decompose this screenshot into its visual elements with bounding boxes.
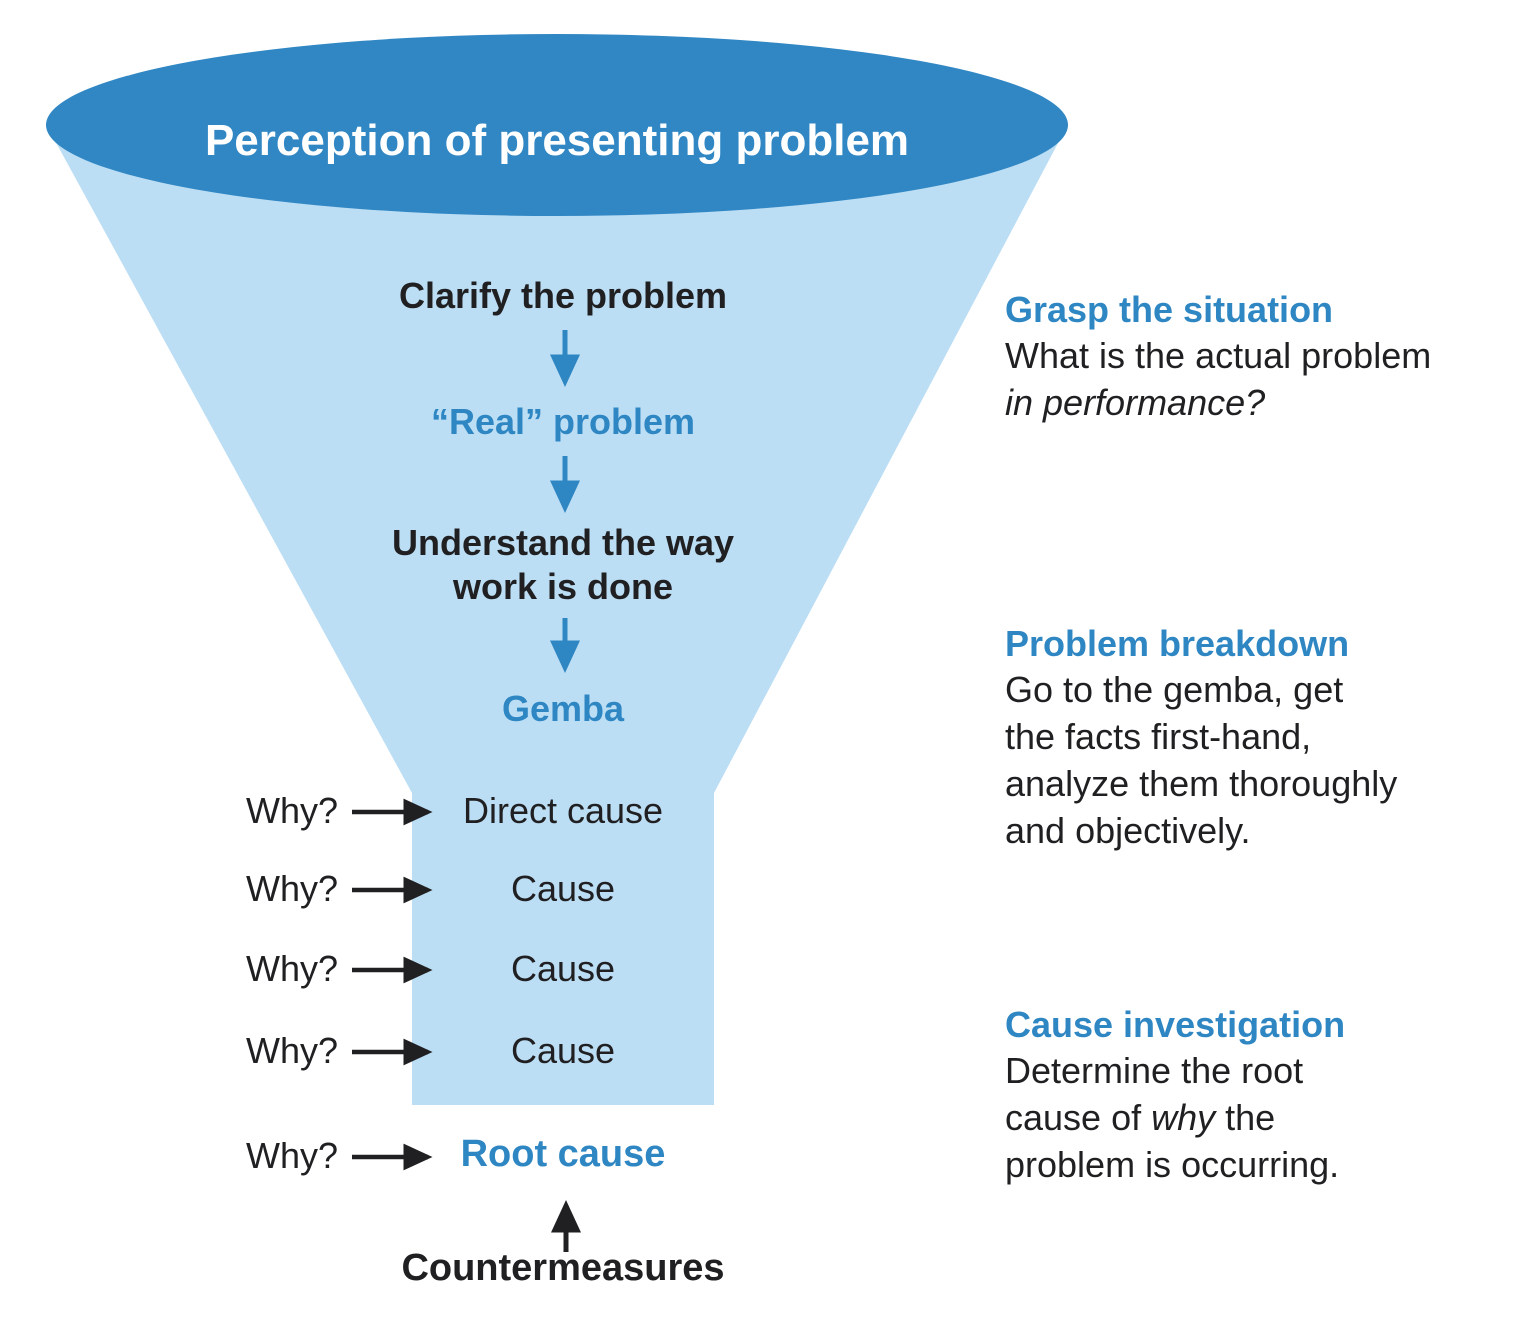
annotation-body: Go to the gemba, get the facts first-han…	[1005, 666, 1525, 854]
why-label: Why?	[246, 790, 339, 831]
step-understand-work-line1: Understand the way	[391, 522, 735, 563]
cause-label: Cause	[510, 868, 616, 909]
annotation-body-line: the facts first-hand,	[1005, 716, 1312, 757]
step-gemba: Gemba	[501, 688, 625, 729]
annotation-heading: Cause investigation	[1005, 1004, 1346, 1045]
cause-label: Cause	[510, 948, 616, 989]
annotation-cause-investigation: Cause investigation Determine the root c…	[1005, 1003, 1525, 1188]
countermeasures-label: Countermeasures	[401, 1247, 725, 1289]
cause-label-direct-cause: Direct cause	[462, 790, 664, 831]
step-clarify-problem: Clarify the problem	[398, 275, 728, 316]
funnel-top-ellipse	[46, 34, 1068, 216]
annotation-body-line: Go to the gemba, get	[1005, 669, 1344, 710]
cause-label: Cause	[510, 1030, 616, 1071]
annotation-body-line: Determine the root	[1005, 1050, 1304, 1091]
why-label: Why?	[246, 948, 339, 989]
annotation-body-line: What is the actual problem	[1005, 335, 1432, 376]
why-label: Why?	[246, 1135, 339, 1176]
annotation-body: What is the actual problem in performanc…	[1005, 332, 1525, 426]
annotation-grasp-the-situation: Grasp the situation What is the actual p…	[1005, 288, 1525, 426]
why-label: Why?	[246, 868, 339, 909]
annotation-body-line: and objectively.	[1005, 810, 1251, 851]
annotation-heading: Grasp the situation	[1005, 289, 1334, 330]
root-cause-label: Root cause	[460, 1133, 666, 1175]
annotation-body: Determine the root cause of why the prob…	[1005, 1047, 1525, 1188]
annotation-body-line-italic: in performance?	[1005, 382, 1266, 423]
why-label: Why?	[246, 1030, 339, 1071]
step-understand-work: Understand the way work is done	[392, 521, 734, 609]
step-real-problem: “Real” problem	[430, 401, 696, 442]
annotation-body-line: problem is occurring.	[1005, 1144, 1340, 1185]
annotation-problem-breakdown: Problem breakdown Go to the gemba, get t…	[1005, 622, 1525, 854]
step-understand-work-line2: work is done	[452, 566, 674, 607]
annotation-body-line: analyze them thoroughly	[1005, 763, 1398, 804]
annotation-heading: Problem breakdown	[1005, 623, 1350, 664]
annotation-body-line: cause of why the	[1005, 1097, 1276, 1138]
funnel-title: Perception of presenting problem	[204, 116, 910, 165]
funnel-body-shape	[48, 128, 1066, 1105]
